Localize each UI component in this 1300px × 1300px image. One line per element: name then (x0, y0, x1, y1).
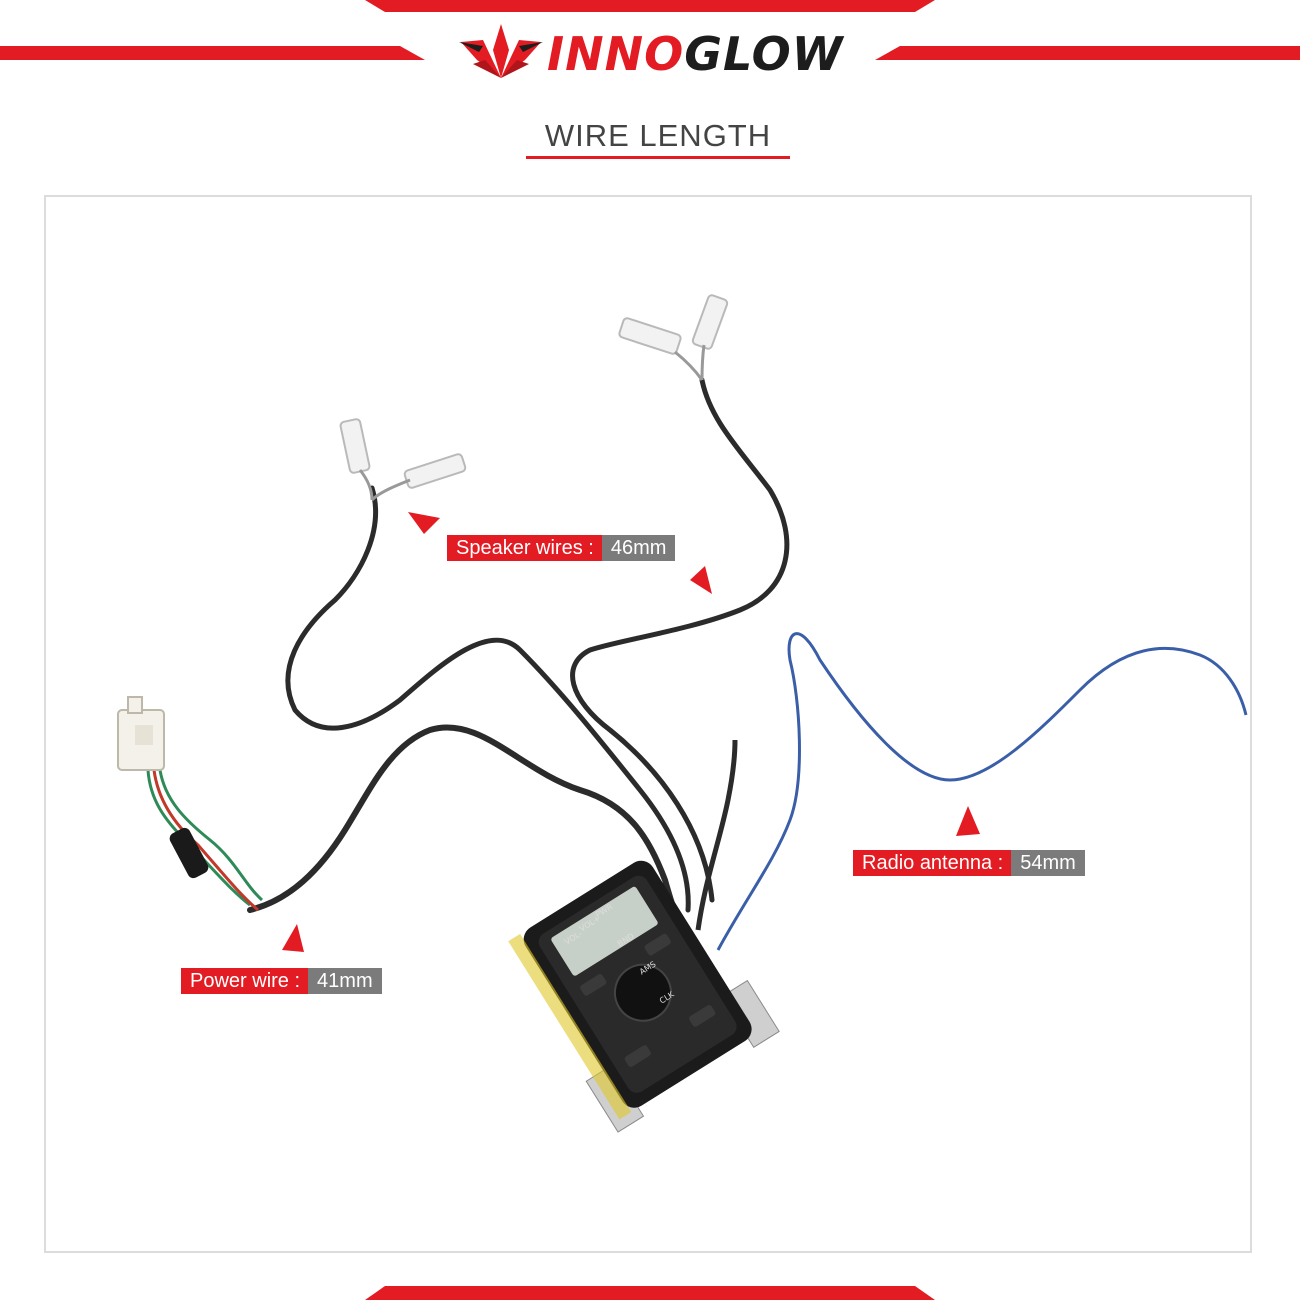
top-accent-bar (365, 0, 935, 12)
speaker-terminal (618, 317, 682, 355)
header-right-bar (875, 46, 1300, 60)
antenna-label: Radio antenna : (853, 850, 1012, 876)
speaker-wire-value: 46mm (601, 535, 676, 561)
speaker-wire-arrow-icon (408, 512, 440, 534)
brand-logo: INNOGLOW (455, 20, 855, 84)
volume-knob (613, 963, 672, 1022)
title-underline (526, 156, 790, 159)
speaker-wire-left (285, 485, 691, 913)
lcd-display (551, 886, 658, 976)
power-wire-label: Power wire : (181, 968, 309, 994)
speaker-wire-arrow-icon (690, 566, 712, 594)
speaker-terminal (339, 418, 371, 474)
power-wire (247, 724, 693, 953)
power-wire-value: 41mm (308, 968, 382, 994)
antenna-arrow-icon (956, 806, 980, 836)
speaker-terminal (403, 453, 467, 489)
page-title: WIRE LENGTH (544, 118, 772, 153)
brand-name-part2: GLOW (684, 27, 844, 81)
antenna-value: 54mm (1011, 850, 1085, 876)
antenna-wire (716, 632, 1248, 951)
fuse-holder (169, 827, 209, 879)
antenna-tag: Radio antenna : 54mm (853, 850, 1085, 876)
brand-wordmark: INNOGLOW (547, 24, 844, 84)
speaker-wire-tag: Speaker wires : 46mm (447, 535, 676, 561)
speaker-wire-right (570, 377, 790, 903)
bottom-accent-bar (365, 1286, 935, 1300)
header-left-bar (0, 46, 425, 60)
radio-unit (508, 860, 780, 1133)
power-wire-tag: Power wire : 41mm (181, 968, 382, 994)
speaker-wire-label: Speaker wires : (447, 535, 602, 561)
logo-emblem-icon (459, 24, 543, 78)
brand-name-part1: INNO (547, 27, 685, 81)
power-wire-arrow-icon (282, 924, 304, 952)
speaker-terminal (691, 294, 729, 350)
